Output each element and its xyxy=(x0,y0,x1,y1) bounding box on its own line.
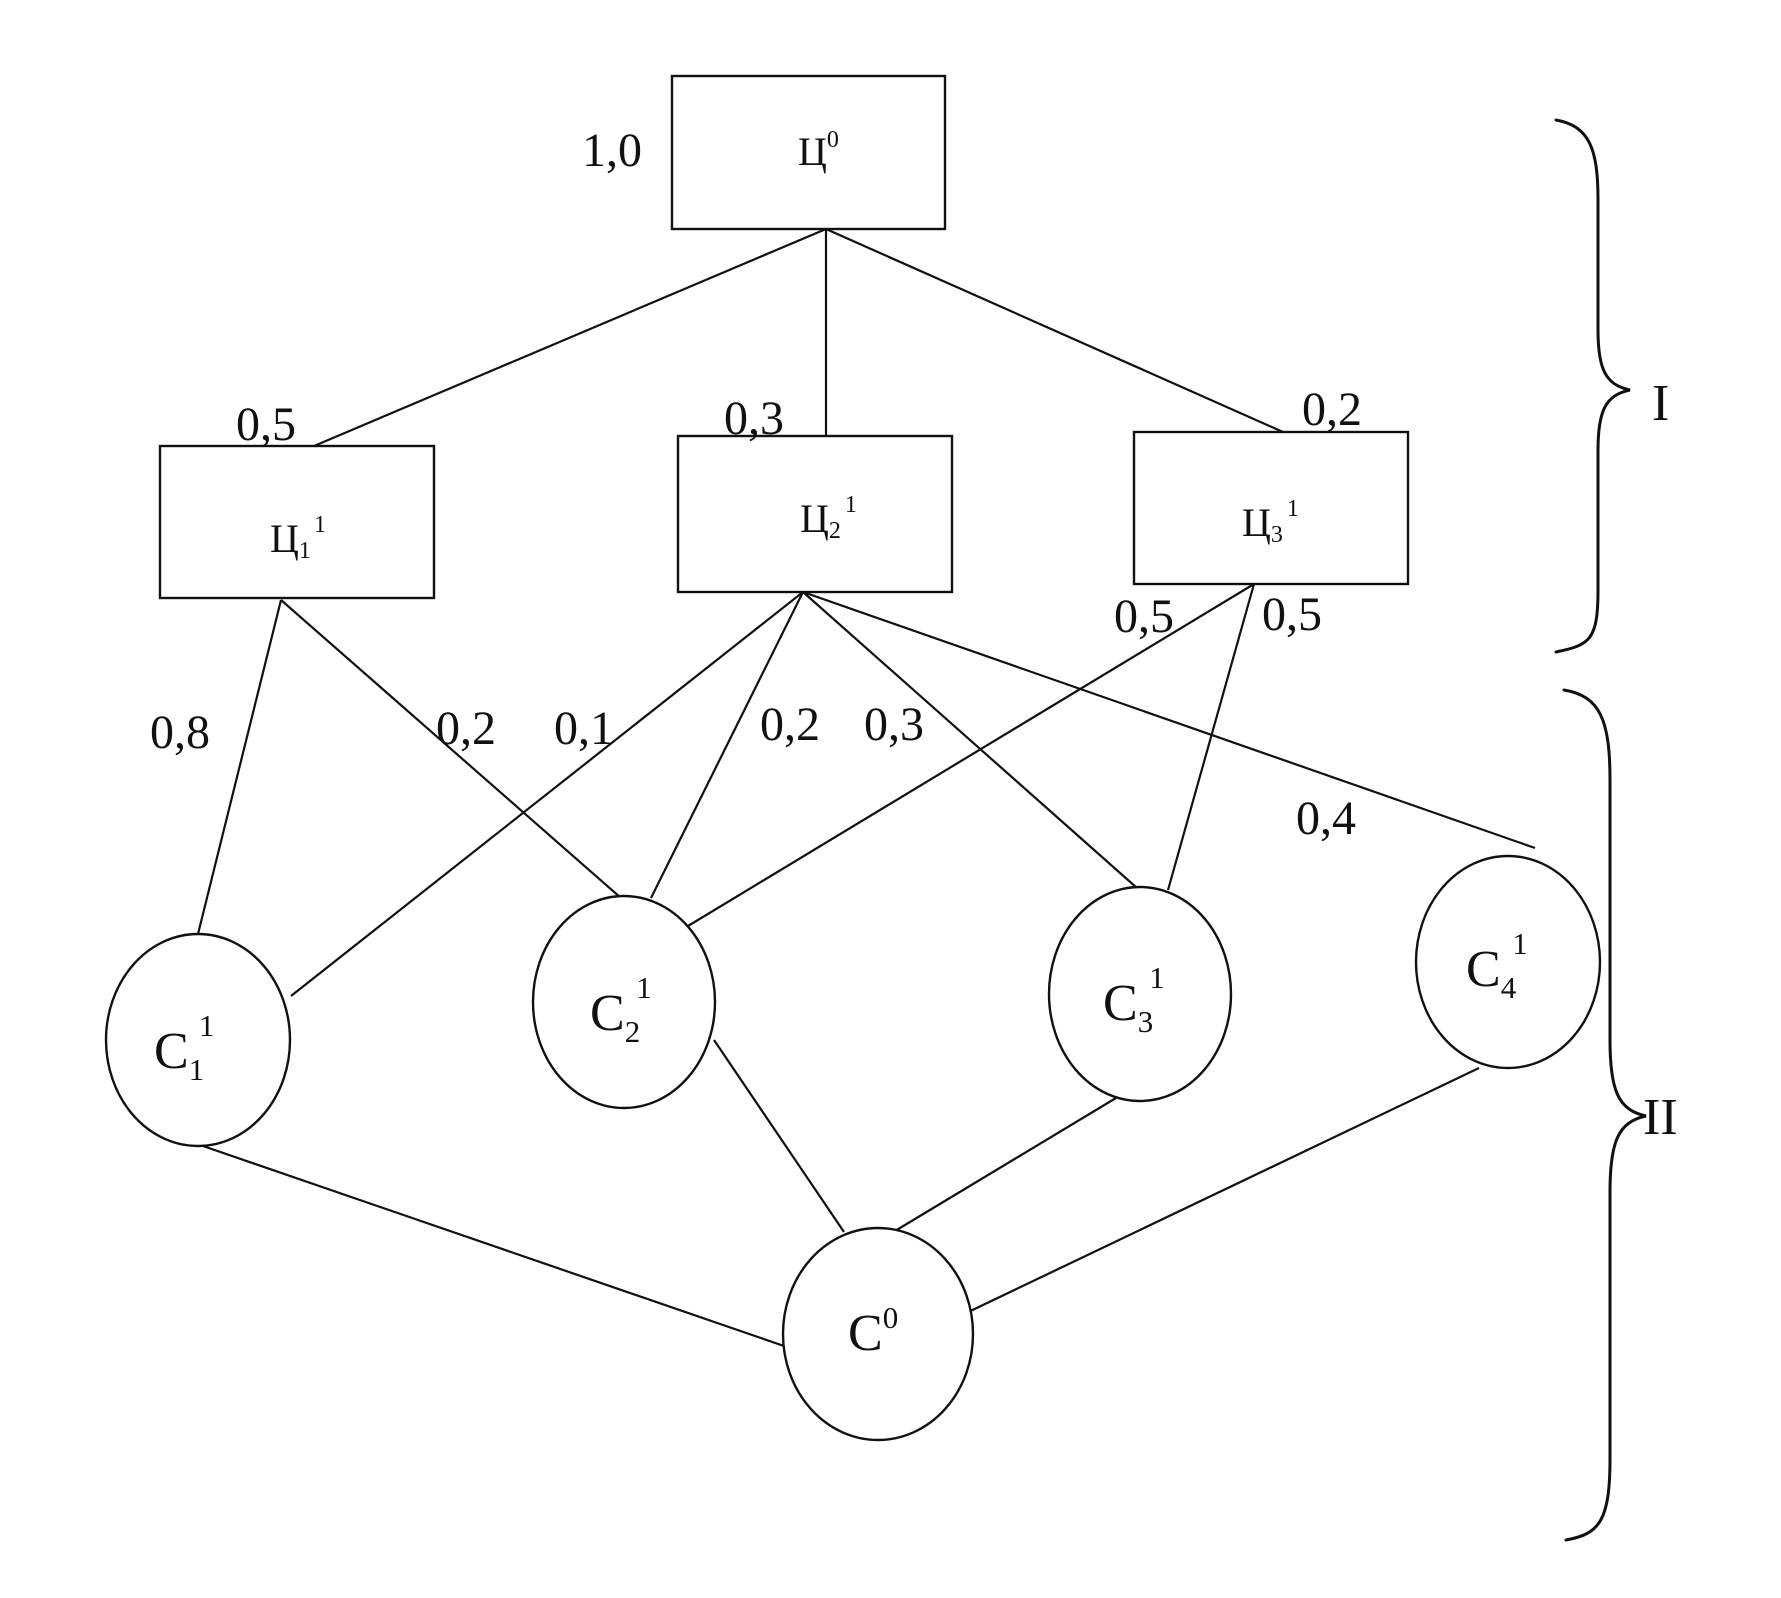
goal-g1-sup: 1 xyxy=(314,512,326,538)
weight-g1-c1: 0,8 xyxy=(150,706,210,759)
means-c3-sub: 3 xyxy=(1138,1004,1154,1039)
goal-g1-node: Ц11 xyxy=(158,444,436,600)
svg-text:Ц31: Ц31 xyxy=(1242,496,1299,548)
means-c4-sub: 4 xyxy=(1501,970,1517,1005)
means-c4-base: C xyxy=(1466,941,1501,998)
means-c4-node: C4 1 xyxy=(1414,854,1602,1070)
level-two-label: II xyxy=(1643,1089,1678,1146)
edge-g1-c1 xyxy=(196,599,283,935)
level-two-brace xyxy=(1562,688,1647,1542)
edge-root-g1 xyxy=(313,227,827,448)
edge-g2-c1 xyxy=(290,591,804,997)
edge-g3-c3 xyxy=(1166,583,1256,891)
svg-text:C31: C3 1 xyxy=(1103,960,1165,1039)
means-c2-node: C2 1 xyxy=(531,894,717,1110)
weight-g3: 0,2 xyxy=(1302,383,1362,436)
means-c2-base: C xyxy=(590,985,625,1042)
goal-g2-sup: 1 xyxy=(845,492,857,518)
weight-g2: 0,3 xyxy=(724,392,784,445)
edge-root-g3 xyxy=(825,227,1284,434)
goal-root-sup: 0 xyxy=(827,127,839,153)
goal-g2-node: Ц21 xyxy=(676,434,954,594)
edge-g3-c2 xyxy=(687,583,1255,927)
goal-g2-sub: 2 xyxy=(829,518,841,544)
edge-c2-c0 xyxy=(713,1039,845,1233)
means-c0-sup: 0 xyxy=(883,1300,899,1335)
weight-g3-c2: 0,5 xyxy=(1114,590,1174,643)
means-c3-node: C3 1 xyxy=(1047,885,1233,1103)
means-c4-sup: 1 xyxy=(1512,926,1528,961)
svg-text:C41: C4 1 xyxy=(1466,926,1528,1005)
svg-text:Ц21: Ц21 xyxy=(800,492,857,544)
means-c0-node: C0 xyxy=(781,1226,975,1442)
weight-root: 1,0 xyxy=(582,124,642,177)
svg-text:C0: C0 xyxy=(848,1300,898,1362)
goal-g3-base: Ц xyxy=(1242,500,1271,545)
goal-root-node: Ц0 xyxy=(670,74,947,231)
weight-g2-c4: 0,4 xyxy=(1296,792,1356,845)
weight-g1: 0,5 xyxy=(236,398,296,451)
svg-text:Ц0: Ц0 xyxy=(798,127,839,174)
goal-g3-node: Ц31 xyxy=(1132,430,1410,586)
means-c1-base: C xyxy=(154,1023,189,1080)
edge-c3-c0 xyxy=(894,1097,1117,1232)
goal-g3-sub: 3 xyxy=(1271,522,1283,548)
weight-g3-c3: 0,5 xyxy=(1262,588,1322,641)
weight-g1-c2: 0,2 xyxy=(436,702,496,755)
edge-c4-c0 xyxy=(961,1067,1480,1316)
svg-text:Ц11: Ц11 xyxy=(270,512,326,564)
goal-root-base: Ц xyxy=(798,129,827,174)
edge-c1-c0 xyxy=(202,1144,785,1348)
edge-g2-c4 xyxy=(802,590,1536,850)
goal-g1-base: Ц xyxy=(270,516,299,561)
goal-g1-sub: 1 xyxy=(299,538,310,564)
goal-g3-sup: 1 xyxy=(1287,496,1299,522)
edge-g1-c2 xyxy=(280,599,622,899)
means-c3-base: C xyxy=(1103,975,1138,1032)
means-c3-sup: 1 xyxy=(1149,960,1165,995)
means-c1-sub: 1 xyxy=(189,1052,203,1087)
means-c1-sup: 1 xyxy=(199,1008,215,1043)
means-c2-sub: 2 xyxy=(625,1014,641,1049)
svg-text:C11: C1 1 xyxy=(154,1008,215,1087)
weight-g2-c2: 0,2 xyxy=(760,698,820,751)
svg-text:C21: C2 1 xyxy=(590,970,652,1049)
weight-g2-c1: 0,1 xyxy=(554,702,614,755)
level-one-brace xyxy=(1554,118,1631,654)
weight-g2-c3: 0,3 xyxy=(864,698,924,751)
means-c1-node: C1 1 xyxy=(104,932,292,1148)
means-c2-sup: 1 xyxy=(636,970,652,1005)
means-c0-base: C xyxy=(848,1305,883,1362)
edge-g2-c3 xyxy=(802,591,1138,889)
goal-g2-base: Ц xyxy=(800,496,829,541)
edge-g2-c2 xyxy=(650,591,804,899)
level-one-label: I xyxy=(1652,375,1669,432)
